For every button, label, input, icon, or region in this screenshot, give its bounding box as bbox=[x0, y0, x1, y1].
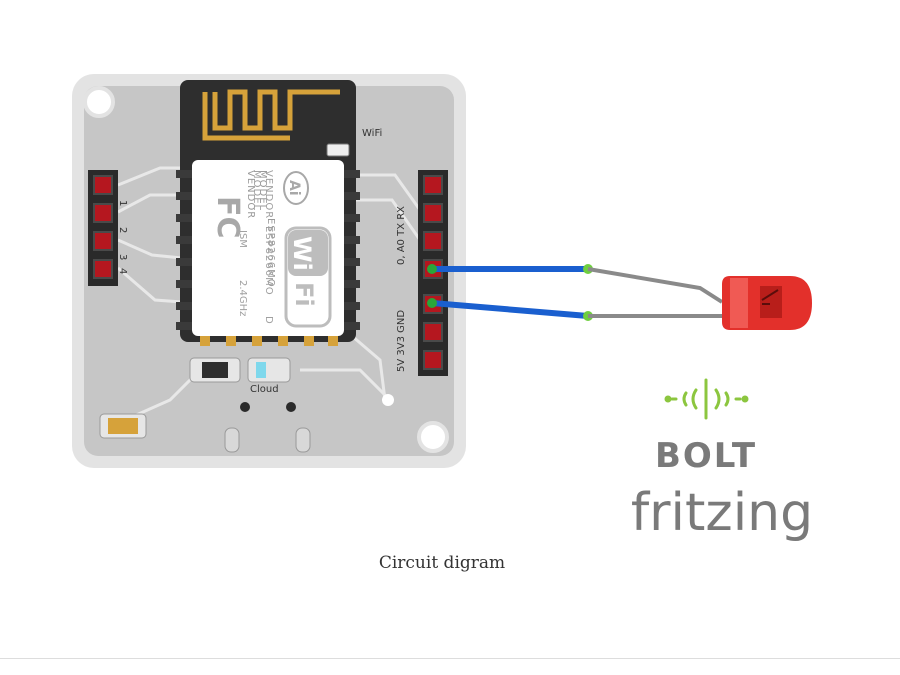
chip-model-label: MODEL bbox=[251, 170, 262, 211]
chip-vendor-text: VENDOR bbox=[245, 170, 256, 219]
mounting-hole-bottom-right bbox=[417, 421, 449, 453]
right-pin-labels-top: 0, A0 TX RX bbox=[396, 206, 407, 265]
bolt-wifi-module: WiFi MODEL VENDOR ESP8266MO FC bbox=[72, 74, 466, 468]
led-leg-anode bbox=[587, 267, 724, 304]
right-pin-7 bbox=[423, 350, 443, 370]
svg-text:Fi: Fi bbox=[290, 282, 318, 307]
chip-model-text: MODEL bbox=[257, 170, 268, 211]
chip-vendor-label: VENDOR bbox=[263, 170, 274, 219]
chip-bottom-pads bbox=[200, 336, 338, 346]
cloud-label: Cloud bbox=[250, 384, 279, 395]
chip-pads bbox=[176, 170, 360, 330]
chip-wifi-logo: Wi Fi bbox=[284, 226, 332, 328]
right-pin-1 bbox=[423, 175, 443, 195]
bolt-text: BOLT bbox=[655, 436, 757, 476]
chip-ai-logo: Ai bbox=[283, 171, 309, 205]
right-pin-3 bbox=[423, 231, 443, 251]
fritzing-logo: fritzing bbox=[631, 483, 813, 543]
usb-pad-left bbox=[224, 427, 240, 453]
antenna-trace bbox=[202, 89, 340, 141]
chip-ism-label: ISM bbox=[237, 230, 248, 248]
mounting-hole-top-left bbox=[83, 86, 115, 118]
right-pin-2 bbox=[423, 203, 443, 223]
svg-text:Ai: Ai bbox=[286, 180, 302, 196]
wifi-label: WiFi bbox=[362, 128, 382, 139]
via-white bbox=[382, 394, 394, 406]
chip-fc-logo: FC bbox=[210, 196, 245, 239]
usb-pad-right bbox=[295, 427, 311, 453]
diagram-caption: Circuit digram bbox=[378, 553, 506, 573]
bolt-logo: BOLT bbox=[655, 378, 757, 476]
cloud-led bbox=[247, 357, 291, 383]
via-right bbox=[286, 402, 296, 412]
left-pin-3 bbox=[93, 231, 113, 251]
divider bbox=[0, 658, 900, 659]
right-pin-labels-bottom: 5V 3V3 GND bbox=[396, 310, 407, 372]
board-traces bbox=[117, 166, 422, 422]
esp-chip bbox=[192, 160, 344, 336]
left-pin-label-3: 3 bbox=[117, 254, 128, 260]
wire-blue-bottom bbox=[429, 300, 591, 319]
chip-part-text: ESP8266MO bbox=[265, 218, 276, 288]
left-pin-label-1: 1 bbox=[117, 200, 128, 206]
svg-text:Wi: Wi bbox=[288, 236, 316, 271]
smd-component-wifi bbox=[326, 143, 350, 157]
chip-part-label: ESP8266MO bbox=[263, 226, 274, 296]
chip-freq-label: 2.4GHz bbox=[237, 280, 248, 316]
chip-part-suffix: D bbox=[263, 316, 274, 324]
via-left bbox=[240, 402, 250, 412]
left-pin-2 bbox=[93, 203, 113, 223]
left-header bbox=[88, 170, 118, 286]
left-pin-1 bbox=[93, 175, 113, 195]
left-pin-4 bbox=[93, 259, 113, 279]
right-pin-6 bbox=[423, 322, 443, 342]
left-pin-label-4: 4 bbox=[117, 268, 128, 274]
left-pin-label-2: 2 bbox=[117, 227, 128, 233]
bolt-signal-icon bbox=[664, 378, 749, 420]
red-led bbox=[722, 276, 812, 330]
wires bbox=[427, 264, 724, 321]
